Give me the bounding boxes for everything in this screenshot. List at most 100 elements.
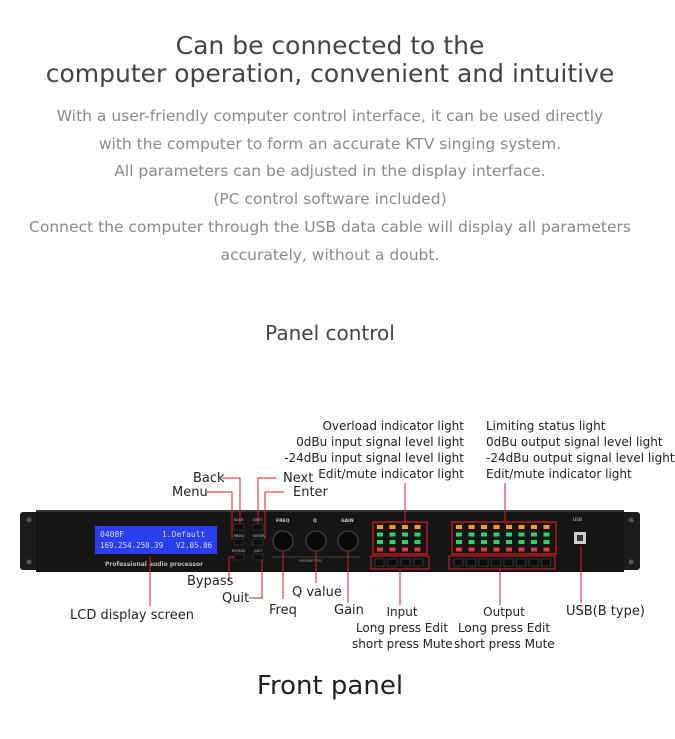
indicator-led: [531, 540, 537, 544]
label-limiting-status: Limiting status light: [486, 419, 606, 433]
panel-control-title: Panel control: [265, 321, 395, 345]
indicator-led: [414, 525, 421, 529]
indicator-led: [377, 532, 383, 537]
label-menu: Menu: [172, 485, 208, 500]
channel-button: [503, 558, 514, 567]
description-line-3: All parameters can be adjusted in the di…: [114, 162, 546, 180]
btn-label-enter: ENTER: [253, 534, 265, 538]
indicator-led: [414, 532, 421, 537]
indicator-led: [402, 540, 408, 544]
indicator-led: [377, 547, 383, 552]
lcd-line-1-right: 1.Default: [162, 530, 206, 539]
indicator-led: [456, 525, 462, 529]
left-rack-ear: [20, 512, 40, 570]
indicator-led: [531, 525, 537, 529]
indicator-led: [377, 525, 383, 529]
heading-line-2: computer operation, convenient and intui…: [45, 59, 615, 88]
menu-button: [233, 538, 245, 546]
lcd-line-2-right: V2.05.06: [176, 541, 213, 550]
label-q-value: Q value: [292, 585, 342, 600]
indicator-led: [456, 532, 462, 537]
indicator-led: [506, 525, 512, 529]
indicator-led: [481, 540, 487, 544]
label-input-short-press: short press Mute: [352, 637, 453, 651]
knob-label-freq: FREQ: [276, 518, 290, 524]
indicator-led: [481, 525, 487, 529]
channel-button: [541, 558, 551, 567]
indicator-led: [389, 540, 396, 544]
indicator-led: [543, 525, 550, 529]
lcd-line-2-left: 169.254.250.39: [100, 541, 163, 550]
description-line-4: (PC control software included): [213, 190, 447, 208]
label-0dbu-input: 0dBu input signal level light: [296, 435, 464, 449]
label-freq: Freq: [269, 603, 297, 618]
next-button: [252, 523, 264, 531]
input-indicators-callout: [372, 521, 428, 555]
parameters-text: PARAMETERS: [299, 559, 323, 563]
label-0dbu-output: 0dBu output signal level light: [486, 435, 663, 449]
indicator-led: [506, 532, 512, 537]
indicator-led: [543, 532, 550, 537]
btn-label-bypass: BYPASS: [232, 549, 246, 553]
indicator-led: [414, 540, 421, 544]
enter-button: [252, 538, 264, 546]
label-next: Next: [283, 471, 314, 486]
indicator-led: [506, 547, 512, 552]
front-panel-title: Front panel: [256, 671, 404, 701]
indicator-led: [389, 547, 396, 552]
channel-button: [400, 558, 411, 567]
indicator-led: [468, 547, 475, 552]
indicator-led: [481, 547, 487, 552]
indicator-led: [402, 525, 408, 529]
indicator-led: [377, 540, 383, 544]
brand-text: Professional audio processor: [105, 561, 203, 568]
quit-button: [252, 553, 264, 561]
channel-button: [453, 558, 464, 567]
label-overload-indicator: Overload indicator light: [322, 419, 464, 433]
label-24dbu-output: -24dBu output signal level light: [486, 451, 675, 465]
channel-button: [491, 558, 501, 567]
indicator-led: [414, 547, 421, 552]
callout-lines: [149, 477, 582, 606]
gain-knob: [337, 530, 359, 552]
heading-line-1: Can be connected to the: [175, 31, 485, 60]
label-quit: Quit: [222, 591, 250, 606]
indicator-led: [468, 525, 475, 529]
indicator-led: [531, 547, 537, 552]
label-output: Output: [483, 605, 525, 619]
channel-buttons: [374, 558, 551, 567]
indicator-led: [518, 547, 525, 552]
channel-button: [528, 558, 539, 567]
lcd-screen: [95, 526, 217, 554]
output-indicators-callout: [451, 521, 557, 555]
description-line-2: with the computer to form an accurate KT…: [98, 135, 562, 153]
label-edit-mute-output: Edit/mute indicator light: [486, 467, 632, 481]
btn-label-quit: QUIT: [254, 549, 263, 553]
indicator-led: [456, 547, 462, 552]
btn-label-menu: MENU: [234, 534, 245, 538]
indicator-leds: [377, 525, 550, 552]
channel-button: [374, 558, 385, 567]
label-output-long-press: Long press Edit: [457, 621, 551, 635]
front-panel-diagram: 0408F 1.Default 169.254.250.39 V2.05.06 …: [20, 477, 640, 606]
usb-text: USB: [573, 517, 582, 523]
channel-button: [478, 558, 489, 567]
lcd-line-1-left: 0408F: [100, 530, 124, 539]
back-button: [233, 523, 245, 531]
indicator-led: [402, 532, 408, 537]
indicator-led: [468, 532, 475, 537]
label-back: Back: [193, 471, 225, 486]
indicator-led: [389, 532, 396, 537]
indicator-led: [468, 540, 475, 544]
label-edit-mute-input: Edit/mute indicator light: [318, 467, 464, 481]
indicator-led: [518, 525, 525, 529]
label-input-long-press: Long press Edit: [355, 621, 449, 635]
indicator-led: [493, 540, 500, 544]
indicator-led: [518, 532, 525, 537]
label-gain: Gain: [334, 603, 364, 618]
description-line-6: accurately, without a doubt.: [220, 246, 440, 264]
freq-knob: [272, 530, 294, 552]
description-line-1: With a user-friendly computer control in…: [56, 107, 604, 125]
knob-label-q: Q: [313, 518, 317, 524]
indicator-led: [389, 525, 396, 529]
